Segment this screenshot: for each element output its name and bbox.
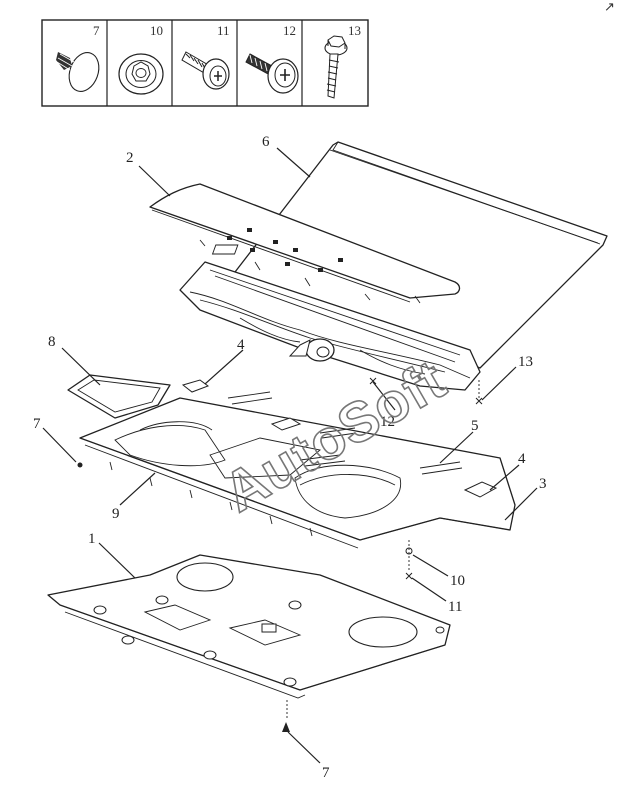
legend-number-12: 12	[283, 23, 296, 38]
part-bracket-harness-assembly	[179, 261, 481, 391]
part-2-trim-strip	[149, 183, 461, 304]
push-clip-icon	[56, 52, 100, 92]
fasteners	[77, 377, 483, 732]
callout-4-top: 4	[237, 337, 245, 353]
hex-flange-bolt-icon	[324, 35, 348, 99]
leader-lines	[42, 147, 538, 764]
part-9-main-shelf	[79, 379, 516, 549]
corner-mark: ↗	[604, 0, 615, 14]
part-4-clip-right	[463, 481, 498, 498]
legend-number-7: 7	[93, 23, 100, 38]
part-8-gasket-frame	[67, 374, 171, 419]
callout-4-right: 4	[518, 451, 526, 467]
legend-number-10: 10	[150, 23, 163, 38]
callout-12: 12	[380, 414, 395, 430]
callout-13: 13	[518, 354, 533, 370]
callout-10: 10	[450, 573, 465, 589]
legend-number-11: 11	[217, 23, 230, 38]
callout-1: 1	[88, 531, 96, 547]
callout-labels: 2 6 8 4 13 12 7 5 4 3 9 1 10 11 7	[33, 134, 547, 781]
callout-9: 9	[112, 506, 120, 522]
washer-icon	[118, 53, 164, 95]
callout-6: 6	[262, 134, 270, 150]
phillips-flange-screw-icon	[245, 53, 299, 94]
part-1-lower-panel	[47, 554, 451, 699]
part-4-clip-left	[181, 379, 210, 393]
callout-7-bottom: 7	[322, 765, 330, 781]
callout-11: 11	[448, 599, 462, 615]
callout-3: 3	[539, 476, 547, 492]
hardware-legend-table: 7 10 11 12 13	[41, 19, 369, 107]
callout-7-left: 7	[33, 416, 41, 432]
callout-2: 2	[126, 150, 134, 166]
legend-number-13: 13	[348, 23, 361, 38]
callout-8: 8	[48, 334, 56, 350]
callout-5: 5	[471, 418, 479, 434]
phillips-screw-icon	[181, 51, 230, 90]
